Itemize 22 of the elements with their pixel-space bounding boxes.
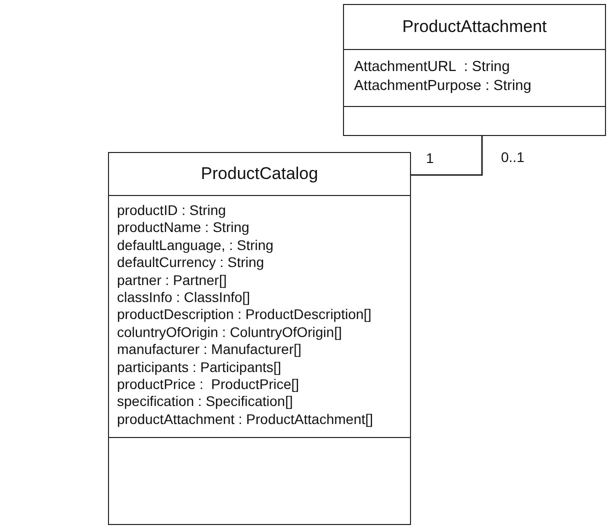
multiplicity-label: 1: [426, 150, 434, 166]
attribute-text: productDescription : ProductDescription[]: [117, 306, 372, 324]
attribute-text: partner : Partner[]: [117, 272, 228, 290]
association-line: [411, 136, 483, 176]
attribute-text: AttachmentURL : String: [354, 58, 511, 77]
attribute-text: productPrice : ProductPrice[]: [117, 376, 300, 394]
attribute-text: productName : String: [117, 219, 250, 237]
attribute-text: productID : String: [117, 202, 227, 220]
class-box: [108, 152, 411, 525]
class-box: [343, 4, 606, 136]
attribute-text: manufacturer : Manufacturer[]: [117, 341, 302, 359]
attribute-text: classInfo : ClassInfo[]: [117, 289, 252, 306]
attribute-text: defaultLanguage, : String: [117, 236, 274, 254]
multiplicity-label: 0..1: [501, 149, 524, 165]
attribute-text: AttachmentPurpose : String: [354, 77, 532, 96]
attribute-text: productAttachment : ProductAttachment[]: [117, 410, 374, 428]
class-name: ProductCatalog: [200, 164, 318, 184]
attribute-text: defaultCurrency : String: [117, 254, 266, 272]
attribute-text: participants : Participants[]: [117, 358, 282, 376]
attribute-text: specification : Specification[]: [117, 393, 294, 411]
class-name: ProductAttachment: [402, 17, 547, 37]
attribute-text: coluntryOfOrigin : ColuntryOfOrigin[]: [117, 324, 343, 342]
